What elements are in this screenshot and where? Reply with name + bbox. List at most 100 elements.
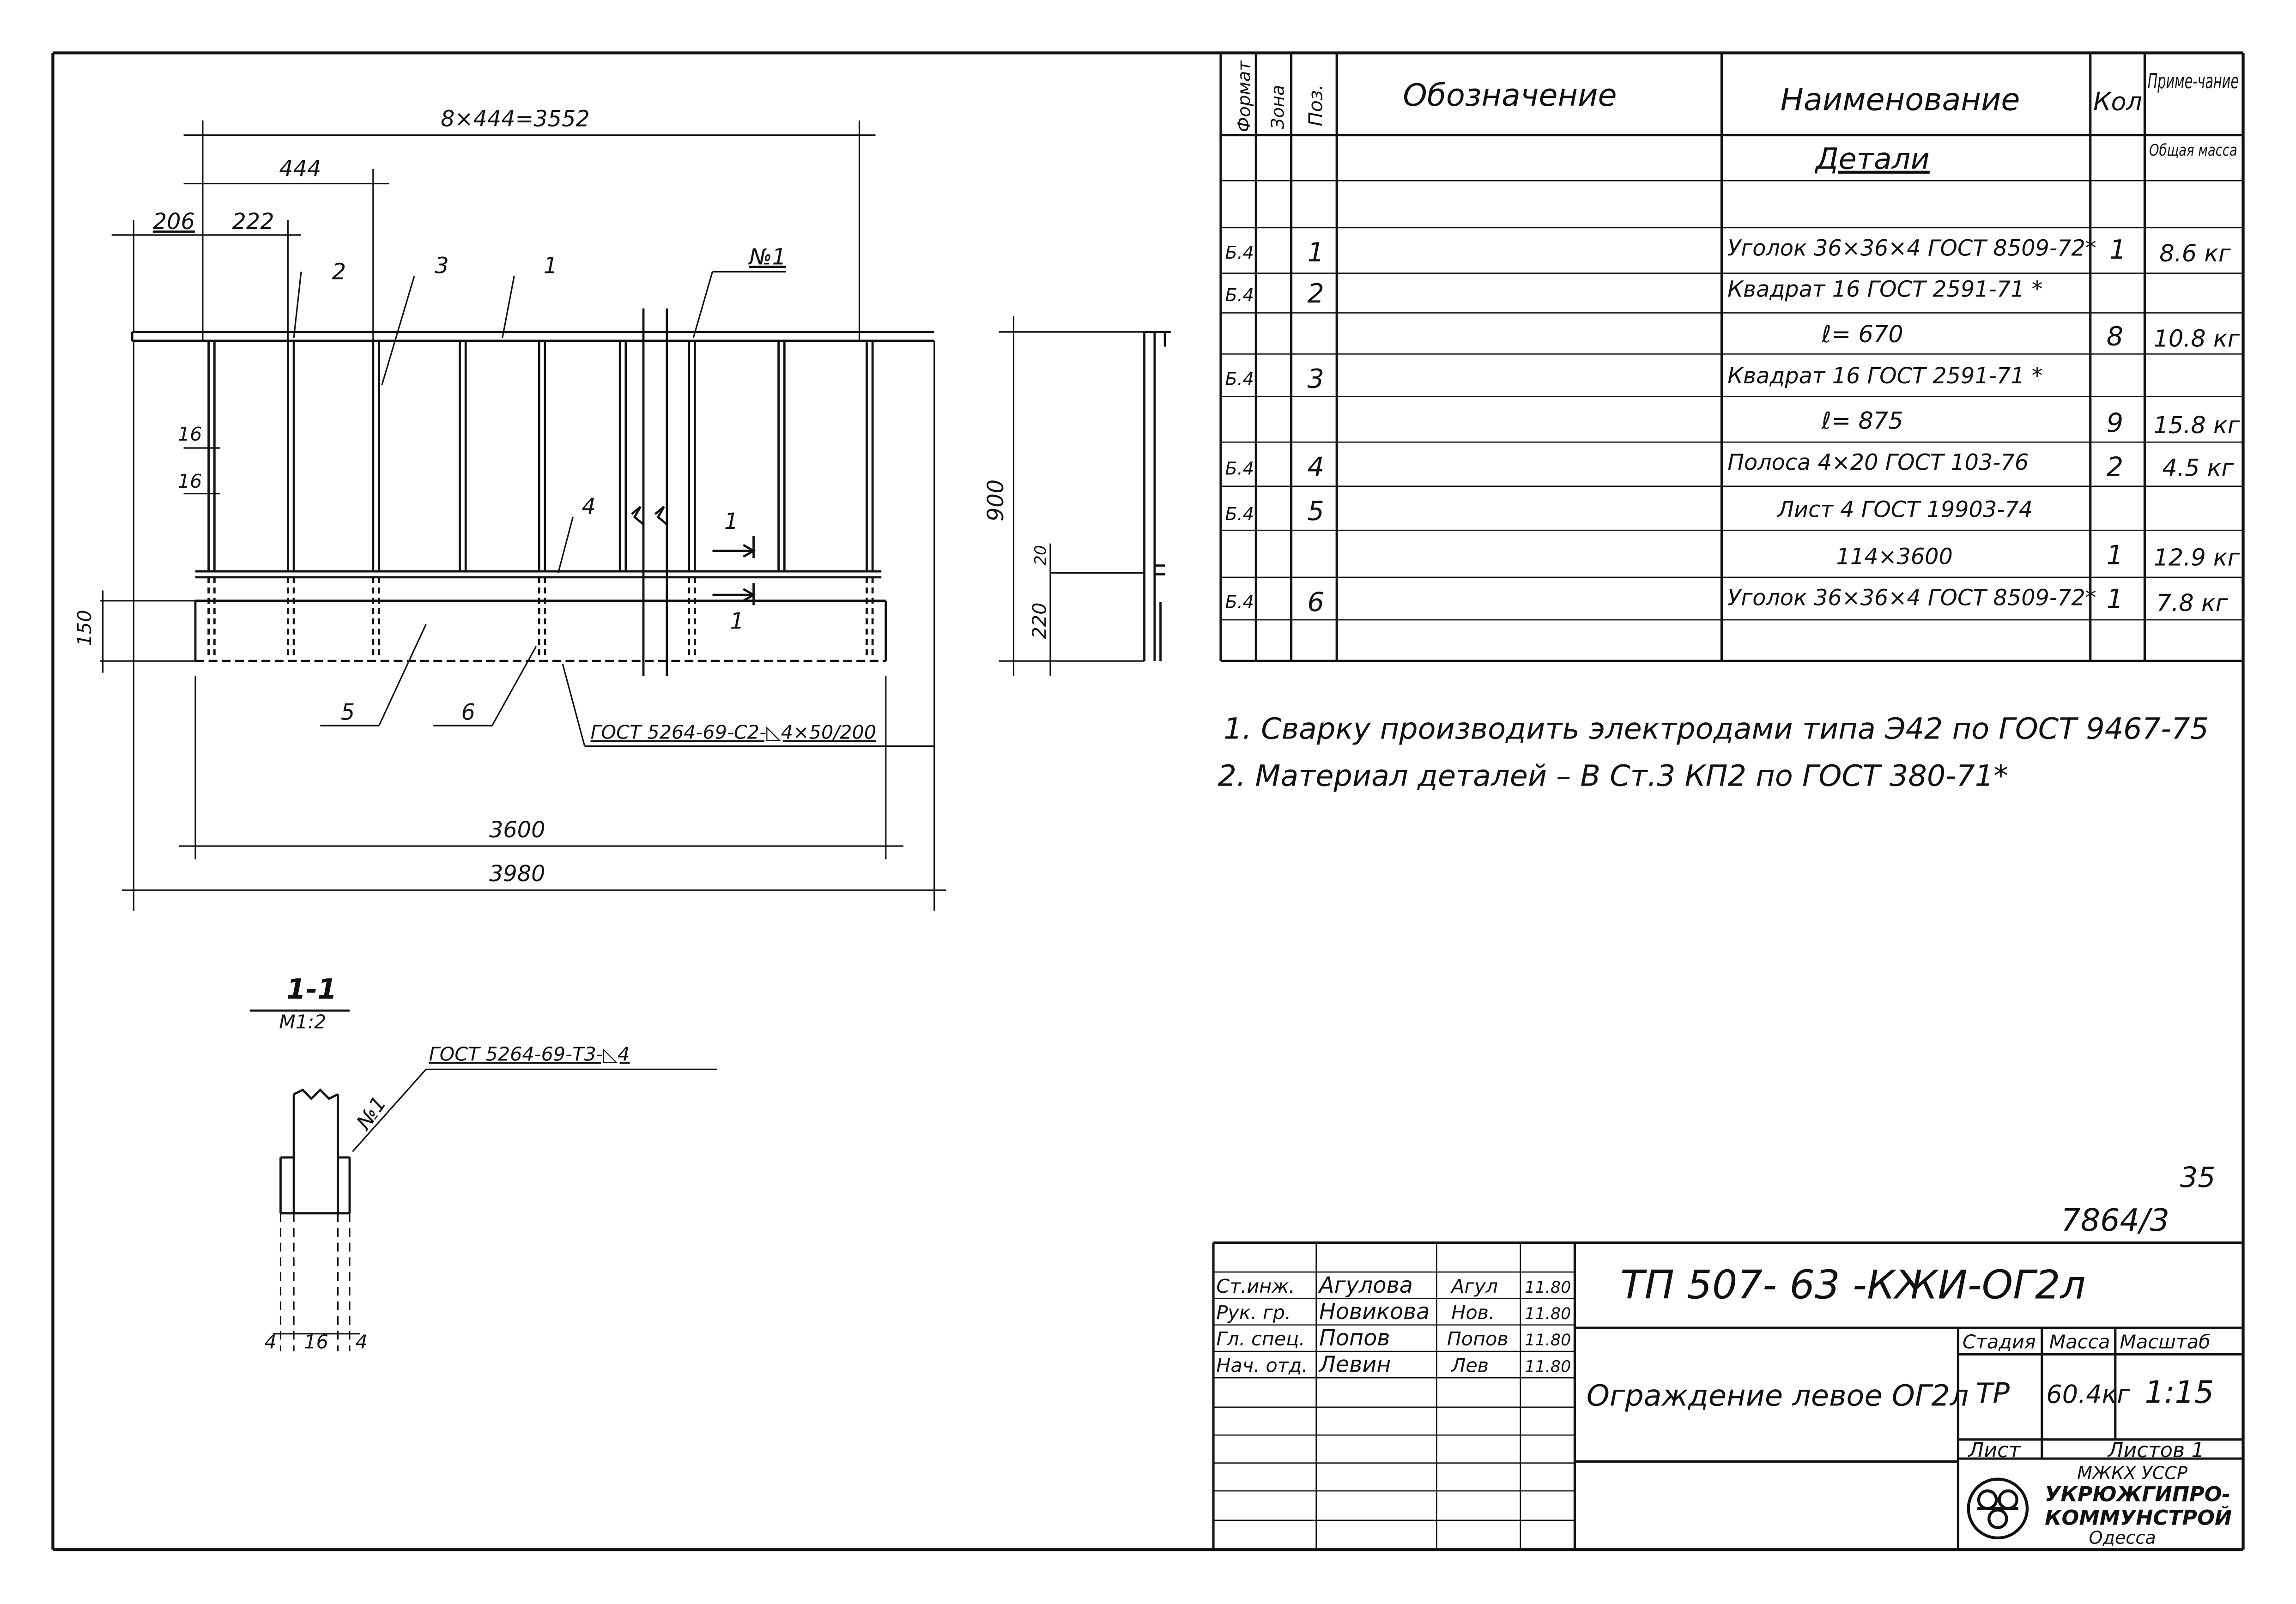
row-qty: 2 (2107, 452, 2123, 482)
signature: Агул (1450, 1275, 1498, 1297)
section-dim-16: 16 (304, 1331, 328, 1353)
section-scale: М1:2 (279, 1011, 326, 1033)
note-2: 2. Материал деталей – В Ст.3 КП2 по ГОСТ… (1218, 759, 2008, 793)
sheet-number: 35 (2180, 1162, 2216, 1194)
position-2-label: 2 (332, 259, 346, 284)
sign-date: 11.80 (1525, 1278, 1571, 1297)
header-name: Наименование (1781, 82, 2020, 118)
title-block: Ст.инж. Агулова Агул 11.80 Рук. гр. Нови… (1212, 1241, 2243, 1550)
dim-top-total: 8×444=3552 (441, 107, 590, 132)
person-name: Попов (1319, 1326, 1390, 1351)
spec-row: Б.4 4 Полоса 4×20 ГОСТ 103-76 2 4.5 кг (1225, 450, 2234, 483)
row-qty: 8 (2107, 321, 2123, 351)
section-details-label: Детали (1814, 142, 1930, 176)
row-format: Б.4 (1225, 592, 1254, 612)
sheets-label: Листов 1 (2107, 1439, 2205, 1462)
section-dim-4a: 4 (264, 1331, 276, 1353)
row-pos: 3 (1308, 364, 1324, 394)
person-name: Новикова (1319, 1299, 1430, 1325)
weld-note: ГОСТ 5264-69-С2-◺4×50/200 (591, 721, 877, 744)
spec-row: Б.4 2 Квадрат 16 ГОСТ 2591-71 * (1225, 277, 2042, 309)
org-line2: УКРЮЖГИПРО- (2045, 1483, 2230, 1506)
row-pos: 2 (1308, 278, 1324, 309)
row-pos: 5 (1308, 496, 1324, 527)
spec-row: ℓ= 670 8 10.8 кг (1821, 321, 2240, 352)
row-format: Б.4 (1225, 242, 1254, 263)
sign-date: 11.80 (1525, 1305, 1571, 1323)
sheet-label: Лист (1968, 1439, 2021, 1462)
header-format: Формат (1234, 60, 1254, 133)
row-name: ℓ= 670 (1821, 321, 1903, 348)
row-note: 8.6 кг (2159, 240, 2231, 267)
section-weld-no1: №1 (351, 1092, 391, 1135)
dim-220: 220 (1028, 603, 1050, 639)
org-line1: МЖКХ УССР (2077, 1463, 2187, 1483)
org-line3: КОММУНСТРОЙ (2045, 1505, 2232, 1530)
sheet-frame (51, 51, 2245, 1551)
position-1-label: 1 (544, 254, 557, 279)
row-pos: 4 (1308, 452, 1324, 482)
dim-3980: 3980 (489, 861, 545, 887)
header-note: Приме-чание (2148, 70, 2239, 93)
section-mass-label: Общая масса (2149, 141, 2237, 160)
row-name: Полоса 4×20 ГОСТ 103-76 (1727, 450, 2029, 476)
specification-table: Формат Зона Поз. Обозначение Наименовани… (1219, 53, 2243, 662)
row-note: 12.9 кг (2153, 544, 2240, 571)
spec-row: Б.4 3 Квадрат 16 ГОСТ 2591-71 * (1225, 363, 2042, 394)
signature-row: Нач. отд. Левин Лев 11.80 (1216, 1352, 1571, 1377)
header-zone: Зона (1268, 85, 1288, 129)
person-role: Рук. гр. (1216, 1301, 1291, 1324)
dim-900: 900 (983, 479, 1009, 521)
row-qty: 1 (2107, 540, 2123, 570)
spec-row: Б.4 6 Уголок 36×36×4 ГОСТ 8509-72* 1 7.8… (1225, 584, 2228, 617)
drawing-labels: 8×444=3552 444 206 222 16 16 150 3600 39… (73, 107, 1050, 1353)
org-line4: Одесса (2089, 1528, 2156, 1548)
person-role: Гл. спец. (1216, 1328, 1305, 1350)
spec-row: ℓ= 875 9 15.8 кг (1821, 407, 2240, 439)
row-name: Уголок 36×36×4 ГОСТ 8509-72* (1727, 585, 2096, 611)
row-qty: 9 (2107, 408, 2123, 438)
spec-row: Б.4 1 Уголок 36×36×4 ГОСТ 8509-72* 1 8.6… (1225, 235, 2231, 268)
row-format: Б.4 (1225, 369, 1254, 389)
row-pos: 6 (1308, 587, 1324, 617)
section-1-1 (249, 1009, 717, 1351)
dim-3600: 3600 (489, 817, 545, 843)
stage-value: ТР (1976, 1377, 2010, 1410)
mass-label: Масса (2049, 1331, 2110, 1353)
row-qty: 1 (2109, 235, 2126, 265)
row-name: Лист 4 ГОСТ 19903-74 (1776, 497, 2033, 523)
signature: Лев (1450, 1354, 1489, 1376)
person-name: Левин (1318, 1352, 1391, 1377)
general-notes: 1. Сварку производить электродами типа Э… (1218, 712, 2209, 793)
row-format: Б.4 (1225, 285, 1254, 305)
row-format: Б.4 (1225, 504, 1254, 524)
sign-date: 11.80 (1525, 1331, 1571, 1350)
position-5-label: 5 (341, 700, 355, 725)
position-4-label: 4 (582, 494, 595, 520)
row-name: Квадрат 16 ГОСТ 2591-71 * (1727, 277, 2042, 302)
row-name: 114×3600 (1836, 544, 1953, 569)
dim-444: 444 (279, 157, 321, 182)
row-note: 10.8 кг (2153, 325, 2240, 352)
weld-mark-no1: №1 (748, 244, 786, 270)
side-view (999, 315, 1171, 676)
dim-20: 20 (1031, 545, 1050, 566)
scale-value: 1:15 (2145, 1374, 2214, 1410)
person-role: Нач. отд. (1216, 1354, 1308, 1376)
spec-row: Б.4 5 Лист 4 ГОСТ 19903-74 (1225, 496, 2033, 527)
archive-number: 7864/3 (2061, 1202, 2169, 1238)
signature: Попов (1447, 1328, 1508, 1350)
dim-150: 150 (73, 610, 96, 646)
dim-206: 206 (153, 209, 195, 235)
header-qty: Кол (2093, 87, 2142, 116)
stage-label: Стадия (1963, 1331, 2036, 1353)
position-6-label: 6 (461, 700, 475, 725)
position-3-label: 3 (435, 254, 448, 279)
section-weld-note: ГОСТ 5264-69-Т3-◺4 (429, 1043, 630, 1065)
signature-row: Гл. спец. Попов Попов 11.80 (1216, 1326, 1571, 1351)
row-note: 15.8 кг (2153, 412, 2240, 439)
header-designation: Обозначение (1403, 77, 1617, 113)
scale-label: Масштаб (2120, 1331, 2210, 1353)
section-title: 1-1 (286, 974, 337, 1006)
